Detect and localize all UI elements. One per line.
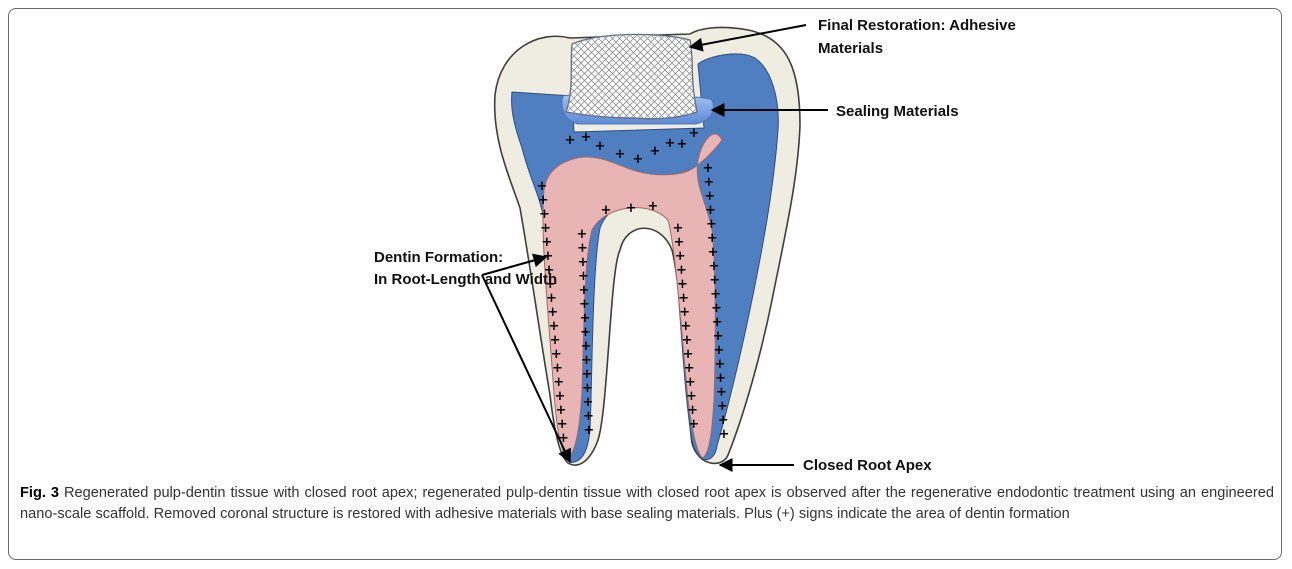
- plus-marker: +: [595, 139, 606, 154]
- plus-marker: +: [719, 427, 730, 442]
- label-final-restoration-2: Materials: [818, 40, 883, 57]
- label-sealing: Sealing Materials: [836, 103, 959, 120]
- plus-marker: +: [579, 311, 590, 326]
- plus-marker: +: [711, 301, 722, 316]
- plus-marker: +: [718, 413, 729, 428]
- plus-marker: +: [683, 347, 694, 362]
- plus-marker: +: [552, 361, 563, 376]
- plus-marker: +: [578, 255, 589, 270]
- plus-marker: +: [581, 353, 592, 368]
- plus-marker: +: [601, 203, 612, 218]
- plus-marker: +: [716, 385, 727, 400]
- plus-marker: +: [713, 343, 724, 358]
- plus-marker: +: [713, 329, 724, 344]
- plus-marker: +: [554, 389, 565, 404]
- plus-marker: +: [715, 371, 726, 386]
- plus-marker: +: [706, 217, 717, 232]
- restoration-mesh: [566, 34, 697, 118]
- plus-marker: +: [674, 235, 685, 250]
- plus-marker: +: [648, 199, 659, 214]
- plus-marker: +: [540, 221, 551, 236]
- plus-marker: +: [712, 315, 723, 330]
- plus-marker: +: [578, 269, 589, 284]
- plus-marker: +: [679, 305, 690, 320]
- plus-marker: +: [580, 325, 591, 340]
- plus-marker: +: [705, 203, 716, 218]
- plus-marker: +: [582, 395, 593, 410]
- plus-marker: +: [579, 297, 590, 312]
- plus-marker: +: [580, 339, 591, 354]
- plus-marker: +: [703, 161, 714, 176]
- plus-marker: +: [615, 147, 626, 162]
- plus-marker: +: [582, 381, 593, 396]
- plus-marker: +: [583, 409, 594, 424]
- plus-marker: +: [703, 175, 714, 190]
- plus-marker: +: [581, 367, 592, 382]
- plus-marker: +: [710, 287, 721, 302]
- caption-fig-number: Fig. 3: [20, 485, 59, 501]
- plus-marker: +: [546, 291, 557, 306]
- plus-marker: +: [665, 136, 676, 151]
- tooth-diagram: ++++++++++++++++++++++++++++++++++++++++…: [0, 0, 1292, 480]
- plus-marker: +: [680, 319, 691, 334]
- plus-marker: +: [704, 189, 715, 204]
- plus-marker: +: [577, 241, 588, 256]
- plus-marker: +: [633, 152, 644, 167]
- plus-marker: +: [707, 231, 718, 246]
- plus-marker: +: [688, 417, 699, 432]
- plus-marker: +: [682, 333, 693, 348]
- plus-marker: +: [708, 245, 719, 260]
- plus-marker: +: [650, 144, 661, 159]
- plus-marker: +: [685, 375, 696, 390]
- plus-marker: +: [677, 277, 688, 292]
- plus-marker: +: [577, 227, 588, 242]
- plus-marker: +: [687, 403, 698, 418]
- plus-marker: +: [676, 263, 687, 278]
- label-dentin-2: In Root-Length and Width: [374, 271, 557, 288]
- plus-marker: +: [539, 207, 550, 222]
- plus-marker: +: [557, 417, 568, 432]
- label-dentin-1: Dentin Formation:: [374, 249, 503, 266]
- caption-text: Regenerated pulp-dentin tissue with clos…: [20, 485, 1274, 522]
- plus-marker: +: [551, 347, 562, 362]
- plus-marker: +: [538, 193, 549, 208]
- plus-marker: +: [556, 403, 567, 418]
- label-final-restoration-1: Final Restoration: Adhesive: [818, 17, 1016, 34]
- plus-marker: +: [684, 361, 695, 376]
- plus-marker: +: [541, 235, 552, 250]
- plus-marker: +: [708, 259, 719, 274]
- plus-marker: +: [537, 179, 548, 194]
- plus-marker: +: [553, 375, 564, 390]
- plus-marker: +: [686, 389, 697, 404]
- plus-marker: +: [548, 319, 559, 334]
- plus-marker: +: [626, 201, 637, 216]
- plus-marker: +: [717, 399, 728, 414]
- plus-marker: +: [581, 130, 592, 145]
- plus-marker: +: [550, 333, 561, 348]
- plus-marker: +: [579, 283, 590, 298]
- label-closed-apex: Closed Root Apex: [803, 457, 932, 474]
- plus-marker: +: [689, 126, 700, 141]
- plus-marker: +: [547, 305, 558, 320]
- plus-marker: +: [583, 423, 594, 438]
- plus-marker: +: [673, 221, 684, 236]
- plus-marker: +: [677, 137, 688, 152]
- plus-marker: +: [675, 249, 686, 264]
- plus-marker: +: [565, 133, 576, 148]
- plus-marker: +: [714, 357, 725, 372]
- figure-caption: Fig. 3 Regenerated pulp-dentin tissue wi…: [20, 483, 1274, 524]
- plus-marker: +: [678, 291, 689, 306]
- plus-marker: +: [709, 273, 720, 288]
